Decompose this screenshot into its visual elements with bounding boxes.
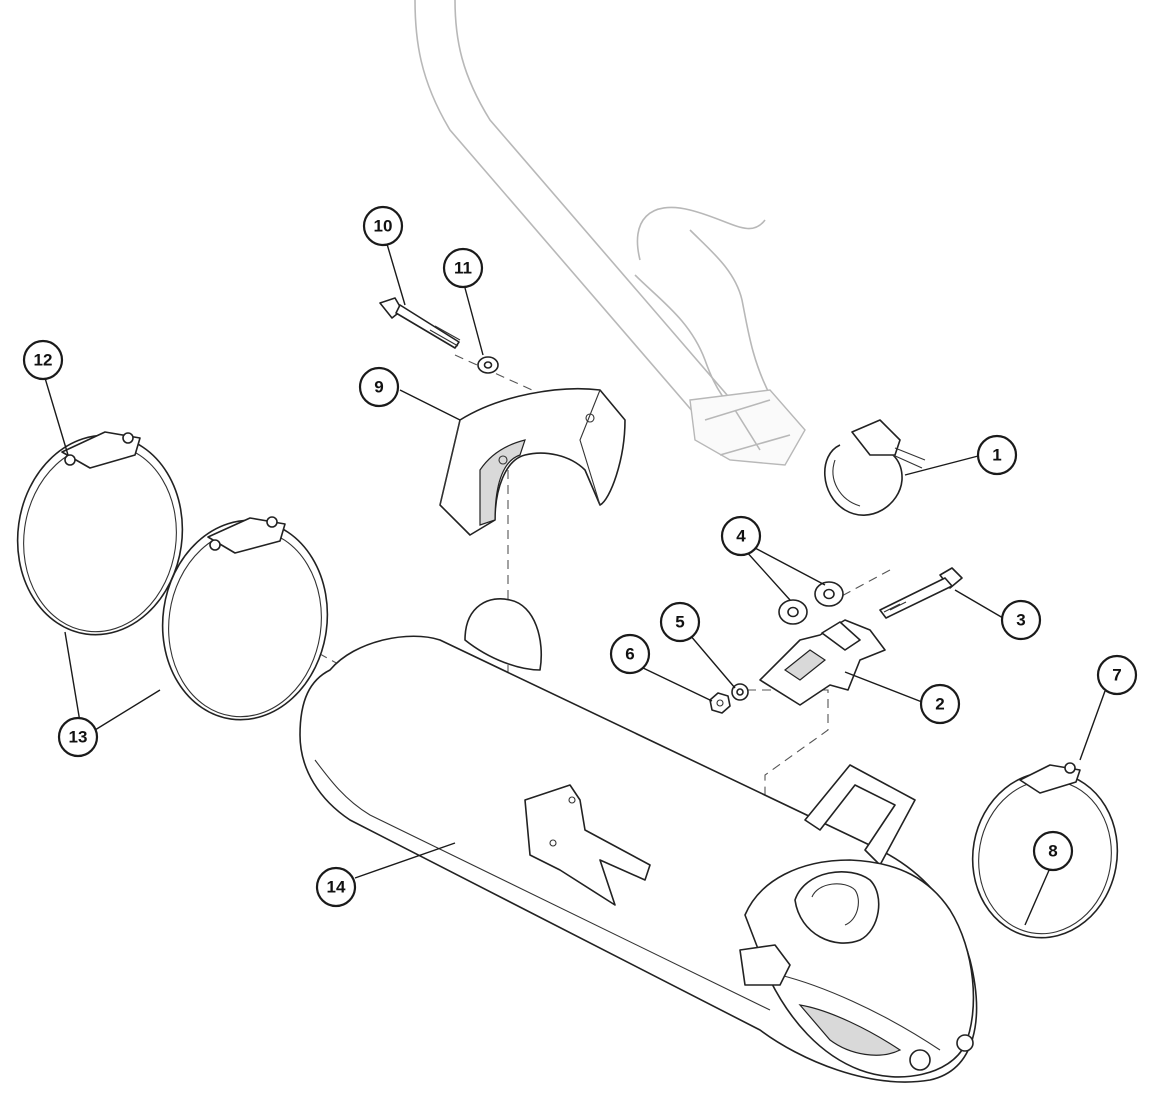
callout-10: 10 — [362, 205, 404, 247]
callout-3: 3 — [1000, 599, 1042, 641]
callout-12: 12 — [22, 339, 64, 381]
callout-1-label: 1 — [992, 446, 1001, 465]
leader-lines — [44, 243, 1106, 926]
callout-4: 4 — [720, 515, 762, 557]
callout-10-label: 10 — [374, 217, 393, 236]
callout-2-label: 2 — [935, 695, 944, 714]
callout-4-label: 4 — [736, 527, 746, 546]
large-clamp-left — [16, 431, 184, 636]
muffler — [299, 598, 978, 1083]
callout-7-label: 7 — [1112, 666, 1121, 685]
callout-6: 6 — [609, 633, 651, 675]
callout-12-label: 12 — [34, 351, 53, 370]
callout-9-label: 9 — [374, 378, 383, 397]
callout-8-label: 8 — [1048, 842, 1057, 861]
washer-bracket — [731, 683, 749, 701]
callout-14: 14 — [315, 866, 357, 908]
callout-11: 11 — [442, 247, 484, 289]
callout-6-label: 6 — [625, 645, 634, 664]
bolt-bracket — [879, 567, 963, 619]
nut — [709, 692, 731, 714]
mounting-bracket — [759, 619, 886, 706]
callout-13: 13 — [57, 716, 99, 758]
large-clamp-middle — [161, 516, 329, 721]
callout-7: 7 — [1096, 654, 1138, 696]
callout-9: 9 — [358, 366, 400, 408]
callout-1: 1 — [976, 434, 1018, 476]
callout-2: 2 — [919, 683, 961, 725]
callout-11-label: 11 — [454, 259, 472, 278]
callout-5: 5 — [659, 601, 701, 643]
callout-13-label: 13 — [69, 728, 88, 747]
callout-8: 8 — [1032, 830, 1074, 872]
callout-14-label: 14 — [327, 878, 346, 897]
pipe-clamp-small — [824, 419, 926, 516]
callout-3-label: 3 — [1016, 611, 1025, 630]
washer-small — [477, 356, 499, 374]
bolt-long — [379, 297, 461, 349]
callout-5-label: 5 — [675, 613, 684, 632]
exhaust-header-pipe-ghost — [414, 0, 806, 466]
grommet-pair — [778, 581, 844, 625]
heat-shield-bracket — [439, 387, 626, 536]
